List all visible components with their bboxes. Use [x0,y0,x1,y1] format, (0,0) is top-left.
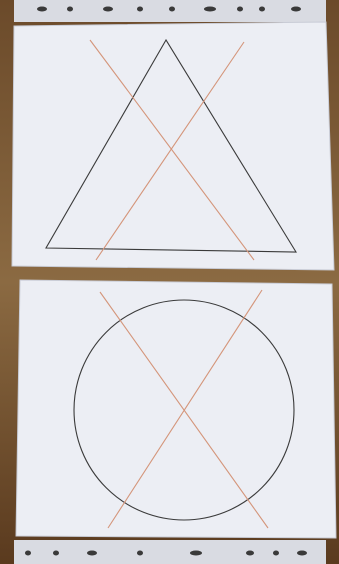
sheet-circle [16,280,336,538]
sheet-triangle [12,22,334,270]
top-sleeve-strip [14,0,326,22]
bottom-sleeve-strip [14,540,326,564]
